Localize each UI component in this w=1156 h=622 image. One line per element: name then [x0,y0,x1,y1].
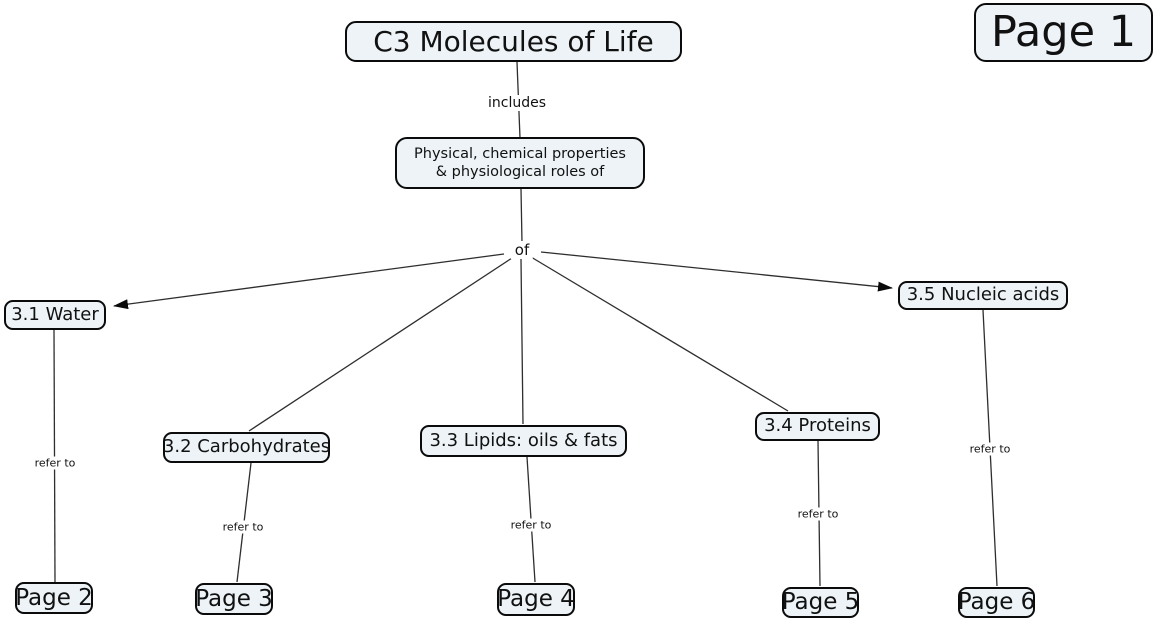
link-label-refer-to-lipids: refer to [506,518,556,532]
connector-of-lipids [520,258,524,425]
node-page-6[interactable]: Page 6 [958,587,1035,618]
link-label-refer-to-proteins: refer to [793,507,843,521]
link-label-refer-to-carbs: refer to [218,520,268,534]
node-proteins[interactable]: 3.4 Proteins [755,412,880,441]
connector-of-carbohydrates [248,257,513,432]
properties-line-1: Physical, chemical properties [414,145,626,162]
link-label-includes: includes [483,95,551,111]
link-label-refer-to-water: refer to [30,456,80,470]
node-c3-molecules-of-life[interactable]: C3 Molecules of Life [345,21,682,62]
node-carbohydrates[interactable]: 3.2 Carbohydrates [163,432,330,463]
connector-of-nucleic [540,251,893,292]
link-label-refer-to-nucleic: refer to [965,442,1015,456]
connector-of-proteins [530,256,789,412]
node-page-4[interactable]: Page 4 [497,583,575,616]
connector-properties-of [520,188,523,244]
node-physical-chemical-properties[interactable]: Physical, chemical properties & physiolo… [395,137,645,189]
node-water[interactable]: 3.1 Water [4,300,106,330]
connector-water-page2 [53,329,56,583]
node-page-3[interactable]: Page 3 [195,583,273,615]
properties-line-2: & physiological roles of [435,164,605,180]
connector-of-water [113,253,505,310]
node-lipids[interactable]: 3.3 Lipids: oils & fats [420,425,627,457]
node-page-2[interactable]: Page 2 [15,582,93,614]
node-page-5[interactable]: Page 5 [782,587,859,618]
page-number-badge: Page 1 [974,3,1153,62]
node-nucleic-acids[interactable]: 3.5 Nucleic acids [898,281,1068,310]
link-label-of: of [510,241,534,259]
